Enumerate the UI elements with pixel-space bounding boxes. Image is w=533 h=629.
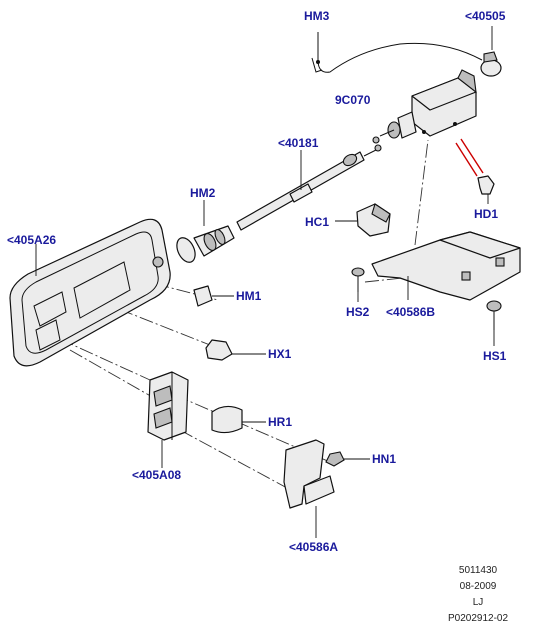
part-hn1-nut [325,451,370,467]
label-hm2: HM2 [190,186,216,200]
label-hs2: HS2 [346,305,370,319]
part-405a26-fuel-door [9,218,171,367]
highlight-leader [460,138,484,174]
reference-block: 5011430 08-2009 LJ P0202912-02 [448,565,508,624]
reference-date: 08-2009 [460,581,497,592]
highlight-leader-2 [455,142,478,177]
part-40505-cap [480,26,502,77]
part-hr1-sleeve [211,405,266,434]
label-hd1: HD1 [474,207,498,221]
reference-number: 5011430 [459,565,498,576]
label-9c070: 9C070 [335,93,371,107]
part-hs1-screw [486,300,502,346]
release-cable [311,32,483,73]
label-hm1: HM1 [236,289,262,303]
label-hm3: HM3 [304,9,330,23]
label-hs1: HS1 [483,349,507,363]
reference-illustration-id: P0202912-02 [448,613,508,624]
label-40586b: <40586B [386,305,435,319]
part-hd1-clip [477,175,495,204]
reference-model: LJ [473,597,484,608]
part-405a08-hinge [147,371,189,468]
part-9c070-actuator [372,69,477,144]
part-hx1-cap [205,339,266,361]
label-hn1: HN1 [372,452,396,466]
part-hc1-clip [335,203,391,237]
label-40181: <40181 [278,136,319,150]
label-hc1: HC1 [305,215,329,229]
part-hm1-bumper [193,285,234,307]
part-40586a-bracket [283,439,335,538]
part-40181-rod [236,144,382,231]
part-hs2-screw [351,267,365,302]
callout-labels: HM3 <40505 9C070 <40181 HM2 HC1 HD1 <405… [7,9,507,554]
label-hx1: HX1 [268,347,292,361]
label-hr1: HR1 [268,415,292,429]
part-40586b-bracket [371,231,521,301]
label-405a26: <405A26 [7,233,56,247]
label-405a08: <405A08 [132,468,181,482]
label-40586a: <40586A [289,540,338,554]
part-hm2-grommet [176,200,235,263]
label-40505: <40505 [465,9,506,23]
